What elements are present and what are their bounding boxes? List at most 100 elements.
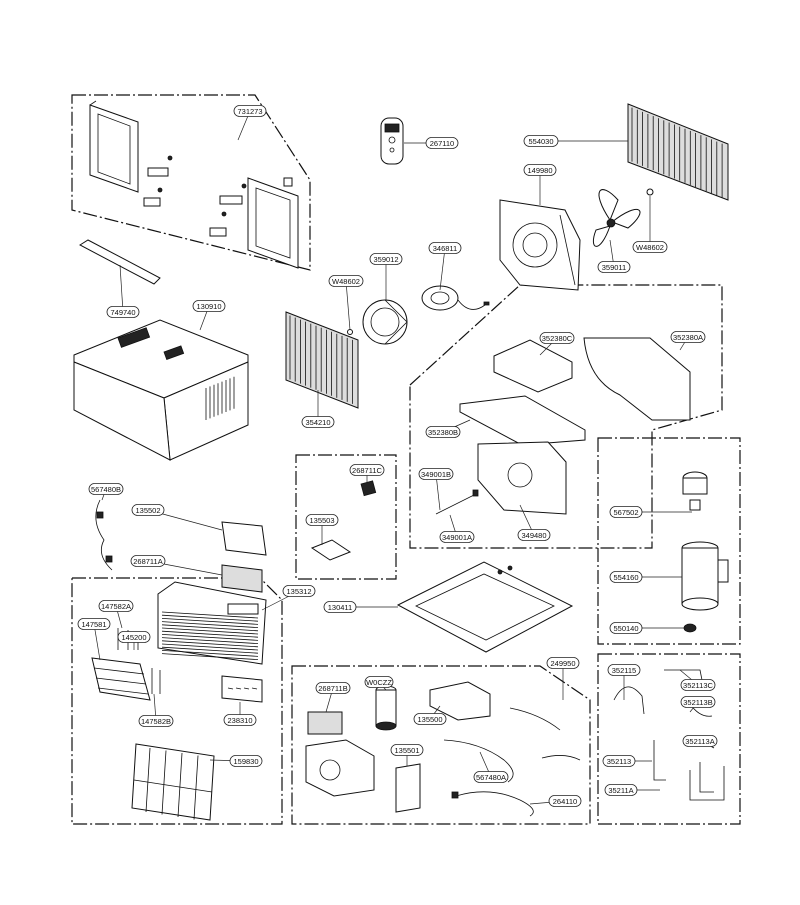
label-pill <box>364 676 394 688</box>
control-panel-display <box>221 675 263 703</box>
label-text: 567480A <box>476 773 506 782</box>
air-guide-upper <box>493 339 573 393</box>
part-label-550140: 550140 <box>609 622 643 634</box>
label-pill <box>229 755 263 767</box>
part-label-268711b: 268711B <box>315 682 351 694</box>
label-pill <box>604 784 638 796</box>
label-pill <box>609 506 643 518</box>
part-label-268711a: 268711A <box>130 555 166 567</box>
label-pill <box>98 600 134 612</box>
label-pill <box>413 713 447 725</box>
label-text: 249950 <box>550 659 575 668</box>
label-pill <box>369 253 403 265</box>
control-button <box>227 687 234 690</box>
leader-line-749740 <box>119 264 124 313</box>
control-box <box>305 739 375 797</box>
part-label-135312: 135312 <box>282 585 316 597</box>
label-pill <box>680 679 716 691</box>
label-text: W48602 <box>636 243 664 252</box>
grille-slot <box>161 637 259 644</box>
label-pill <box>609 571 643 583</box>
part-label-349480: 349480 <box>517 529 551 541</box>
sensor-wire <box>435 489 479 515</box>
part-label-268711c: 268711C <box>349 464 385 476</box>
harness-264110 <box>451 791 534 817</box>
filter-cell-divider <box>193 755 199 820</box>
label-pill <box>301 416 335 428</box>
blower-fan <box>362 299 408 345</box>
label-text: 268711C <box>352 466 382 475</box>
group-outline-compressor <box>597 437 741 645</box>
label-pill <box>130 555 166 567</box>
part-label-554160: 554160 <box>609 571 643 583</box>
label-text: 130910 <box>196 302 221 311</box>
base-pan <box>396 561 574 653</box>
part-label-567480b: 567480B <box>88 483 124 495</box>
side-curtain-right <box>247 177 299 269</box>
label-text: 554030 <box>528 137 553 146</box>
label-pill <box>439 531 475 543</box>
label-text: 346811 <box>433 244 457 253</box>
part-label-135500: 135500 <box>413 713 447 725</box>
label-text: W0CZZ <box>366 678 392 687</box>
label-text: 135503 <box>309 516 334 525</box>
control-button <box>235 687 242 690</box>
part-label-352380c: 352380C <box>539 332 575 344</box>
part-label-149980: 149980 <box>523 164 557 176</box>
leader-line-147581 <box>93 623 101 661</box>
label-text: 359011 <box>602 263 626 272</box>
label-pill <box>117 631 151 643</box>
label-text: 352113A <box>685 737 714 746</box>
label-text: 352380C <box>542 334 573 343</box>
label-text: 349480 <box>521 531 546 540</box>
label-text: 130411 <box>328 603 352 612</box>
label-text: 135312 <box>286 587 311 596</box>
cabinet <box>73 319 249 461</box>
label-text: 731273 <box>237 107 262 116</box>
label-text: 264110 <box>553 797 577 806</box>
control-button <box>251 687 258 690</box>
part-label-749740: 749740 <box>106 306 140 318</box>
grille-slot <box>161 621 259 628</box>
label-pill <box>523 135 559 147</box>
label-pill <box>305 514 339 526</box>
label-pill <box>315 682 351 694</box>
label-text: 135501 <box>394 746 419 755</box>
main-pcb <box>221 564 263 593</box>
air-guide-lower <box>477 441 567 515</box>
label-pill <box>425 137 459 149</box>
grille-slot <box>161 624 259 632</box>
label-text: 352113 <box>607 757 631 766</box>
label-pill <box>523 164 557 176</box>
label-pill <box>418 468 454 480</box>
part-label-w0czz: W0CZZ <box>364 676 394 688</box>
control-box-cover <box>221 521 267 556</box>
harness-249950 <box>509 707 581 761</box>
washer-left <box>347 329 353 335</box>
part-label-145200: 145200 <box>117 631 151 643</box>
label-text: 238310 <box>227 716 252 725</box>
part-label-346811: 346811 <box>428 242 462 254</box>
part-label-135501: 135501 <box>390 744 424 756</box>
harness-567480a <box>443 739 514 783</box>
part-label-567502: 567502 <box>609 506 643 518</box>
label-text: 567480B <box>91 485 121 494</box>
mounting-brackets <box>143 155 293 237</box>
front-grille <box>157 581 267 665</box>
label-text: 352115 <box>612 666 636 675</box>
fan-motor <box>421 285 490 311</box>
filter-cell-divider <box>177 752 183 818</box>
part-label-130910: 130910 <box>192 300 226 312</box>
part-label-349001a: 349001A <box>439 531 475 543</box>
part-label-159830: 159830 <box>229 755 263 767</box>
label-pill <box>77 618 111 630</box>
pcb-135501 <box>395 763 421 813</box>
label-text: 135500 <box>417 715 442 724</box>
group-outline-side-curtains <box>71 94 311 271</box>
part-label-554030: 554030 <box>523 135 559 147</box>
pcb-268711b <box>307 711 343 735</box>
label-text: 268711B <box>318 684 347 693</box>
label-text: 352380B <box>428 428 458 437</box>
